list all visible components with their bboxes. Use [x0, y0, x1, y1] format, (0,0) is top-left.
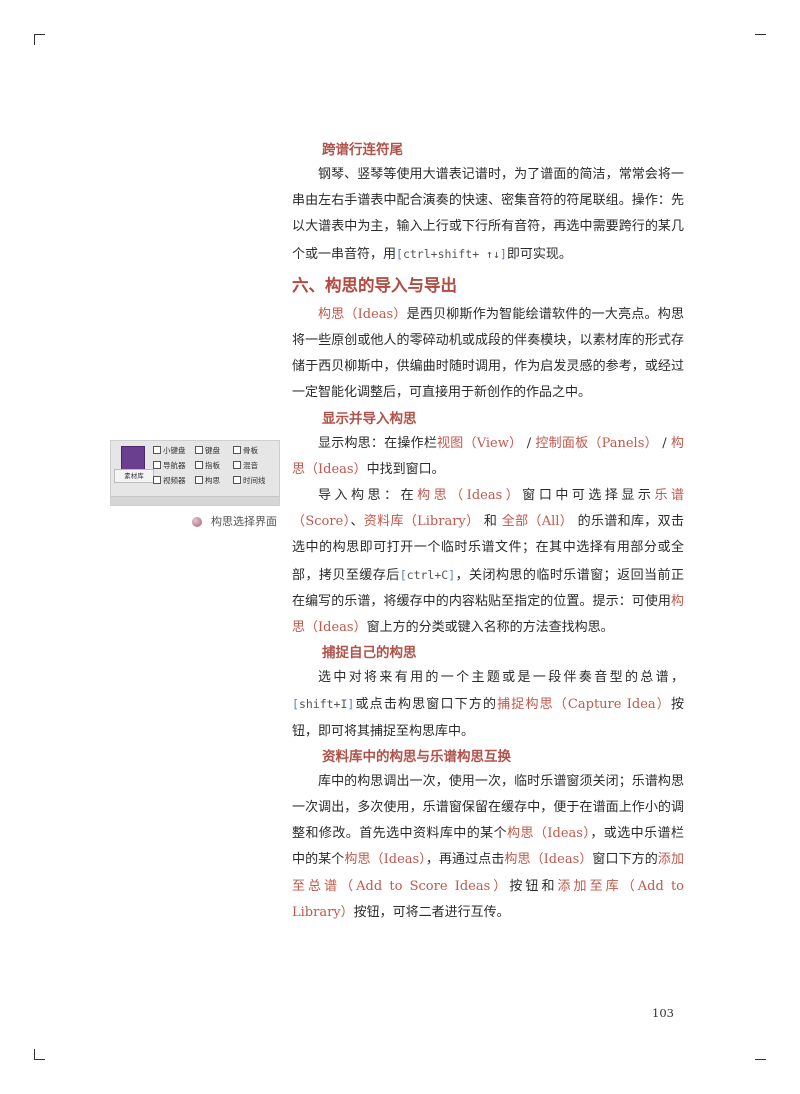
crop-mark-top-right — [755, 34, 766, 35]
term-view: 视图（View） — [437, 435, 523, 451]
shortcut: [ctrl+shift+ ↑↓] — [396, 246, 507, 261]
crop-mark-top-left — [34, 34, 35, 45]
term-ideas: 构思（Ideas） — [292, 435, 684, 477]
shortcut: [ctrl+C] — [399, 567, 456, 582]
paragraph: 钢琴、竖琴等使用大谱表记谱时，为了谱面的简洁，常常会将一串由左右手谱表中配合演奏… — [292, 167, 684, 262]
term-add-to-score: 添加至总谱（Add to Score Ideas） — [292, 852, 684, 894]
term-ideas: 构思（Ideas） — [507, 826, 591, 842]
term-ideas: 构思（Ideas） — [344, 852, 426, 868]
ideas-icon — [121, 446, 145, 470]
section-heading: 六、构思的导入与导出 — [292, 275, 457, 295]
term-panels: 控制面板（Panels） — [535, 435, 658, 451]
figure-checkbox: 键盘 — [195, 446, 220, 456]
figure-checkbox: 指板 — [195, 461, 220, 471]
crop-mark-bottom-left — [34, 1049, 35, 1060]
term-capture-idea: 捕捉构思（Capture Idea） — [497, 697, 671, 713]
crop-mark-bottom-left — [34, 1059, 45, 1060]
ideas-panel-figure: 素材库 小键盘 键盘 骨板 导航器 指板 混音 视频器 构思 时间线 — [110, 440, 280, 506]
term-ideas: 构思（Ideas） — [292, 593, 684, 636]
subheading-capture: 捕捉自己的构思 — [322, 645, 417, 662]
paragraph: 显示构思：在操作栏视图（View） / 控制面板（Panels） / 构思（Id… — [292, 435, 684, 477]
term-ideas: 构思（Ideas） — [504, 852, 593, 868]
paragraph: 导入构思：在构思（Ideas）窗口中可选择显示乐谱（Score）、资料库（Lib… — [292, 488, 684, 636]
shortcut: [shift+I] — [292, 697, 355, 712]
figure-checkbox: 小键盘 — [153, 446, 186, 456]
term-all: 全部（All） — [501, 514, 574, 530]
term-ideas: 构思（Ideas） — [417, 488, 523, 504]
paragraph: 选中对将来有用的一个主题或是一段伴奏音型的总谱，[shift+I]或点击构思窗口… — [292, 670, 684, 739]
figure-checkbox: 混音 — [233, 461, 258, 471]
figure-checkbox: 骨板 — [233, 446, 258, 456]
caption-bullet-icon — [192, 517, 202, 527]
term-score: 乐谱（Score） — [292, 488, 684, 530]
figure-checkbox: 视频器 — [153, 476, 186, 486]
crop-mark-top-left — [34, 34, 45, 35]
term-add-to-library: 添加至库（Add to Library） — [292, 878, 684, 920]
subheading-cross-staff-beaming: 跨谱行连符尾 — [322, 142, 403, 158]
page-number: 103 — [652, 1006, 674, 1020]
main-content: 跨谱行连符尾 钢琴、竖琴等使用大谱表记谱时，为了谱面的简洁，常常会将一串由左右手… — [292, 138, 684, 926]
subheading-show-import: 显示并导入构思 — [322, 410, 417, 427]
figure-bottom-bar — [111, 496, 279, 505]
figure-checkbox: 构思 — [195, 476, 220, 486]
subheading-exchange: 资料库中的构思与乐谱构思互换 — [322, 748, 511, 765]
term-library: 资料库（Library） — [363, 514, 480, 530]
term-ideas: 构思（Ideas） — [318, 306, 407, 322]
paragraph: 构思（Ideas）是西贝柳斯作为智能绘谱软件的一大亮点。构思将一些原创或他人的零… — [292, 306, 684, 401]
figure-library-button: 素材库 — [114, 469, 154, 483]
figure-checkbox: 导航器 — [153, 461, 186, 471]
paragraph: 库中的构思调出一次，使用一次，临时乐谱窗须关闭；乐谱构思一次调出，多次使用，乐谱… — [292, 773, 684, 920]
crop-mark-bottom-right — [755, 1059, 766, 1060]
figure-checkbox: 时间线 — [233, 476, 266, 486]
figure-caption: 构思选择界面 — [211, 515, 277, 528]
